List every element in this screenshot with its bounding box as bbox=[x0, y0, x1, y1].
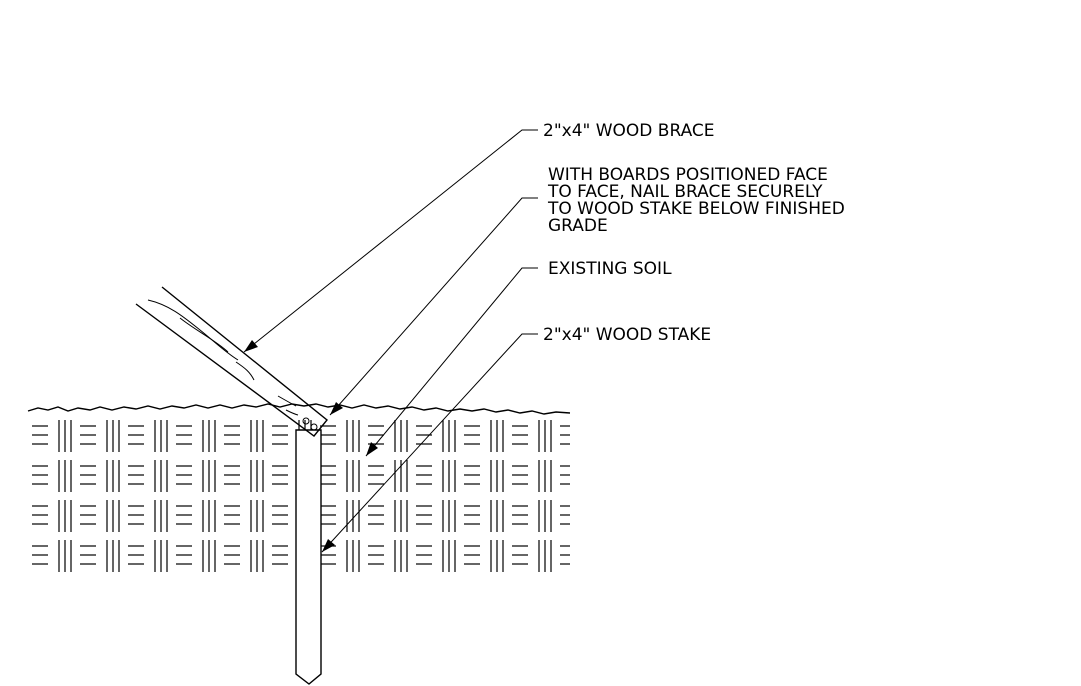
nail-icon bbox=[310, 423, 318, 431]
label-note-line-1: WITH BOARDS POSITIONED FACE bbox=[548, 165, 828, 185]
wood-grain bbox=[179, 317, 229, 353]
leader-arrowhead bbox=[330, 402, 343, 415]
leader-stake bbox=[321, 333, 538, 553]
existing-soil-hatch bbox=[32, 420, 570, 572]
label-note-line-2: TO FACE, NAIL BRACE SECURELY bbox=[547, 182, 823, 202]
wood-grain bbox=[147, 299, 239, 361]
label-note-line-3: TO WOOD STAKE BELOW FINISHED bbox=[547, 199, 845, 219]
leader-brace bbox=[243, 129, 538, 353]
wood-brace bbox=[135, 286, 328, 437]
leader-note bbox=[329, 197, 538, 416]
finished-grade-line bbox=[27, 403, 571, 415]
label-existing-soil: EXISTING SOIL bbox=[548, 259, 672, 279]
wood-grain bbox=[277, 395, 297, 407]
nail-icon bbox=[302, 417, 310, 425]
stake-mask bbox=[296, 430, 321, 674]
leader-arrowhead bbox=[244, 340, 258, 352]
wood-grain bbox=[285, 409, 299, 416]
leader-arrowhead bbox=[322, 539, 335, 552]
label-wood-brace: 2"x4" WOOD BRACE bbox=[543, 121, 715, 141]
leader-soil bbox=[365, 267, 538, 457]
wood-grain bbox=[235, 361, 255, 381]
leader-arrowhead bbox=[366, 442, 378, 456]
label-note-line-4: GRADE bbox=[548, 216, 608, 236]
wood-stake bbox=[295, 429, 322, 685]
label-wood-stake: 2"x4" WOOD STAKE bbox=[543, 325, 711, 345]
